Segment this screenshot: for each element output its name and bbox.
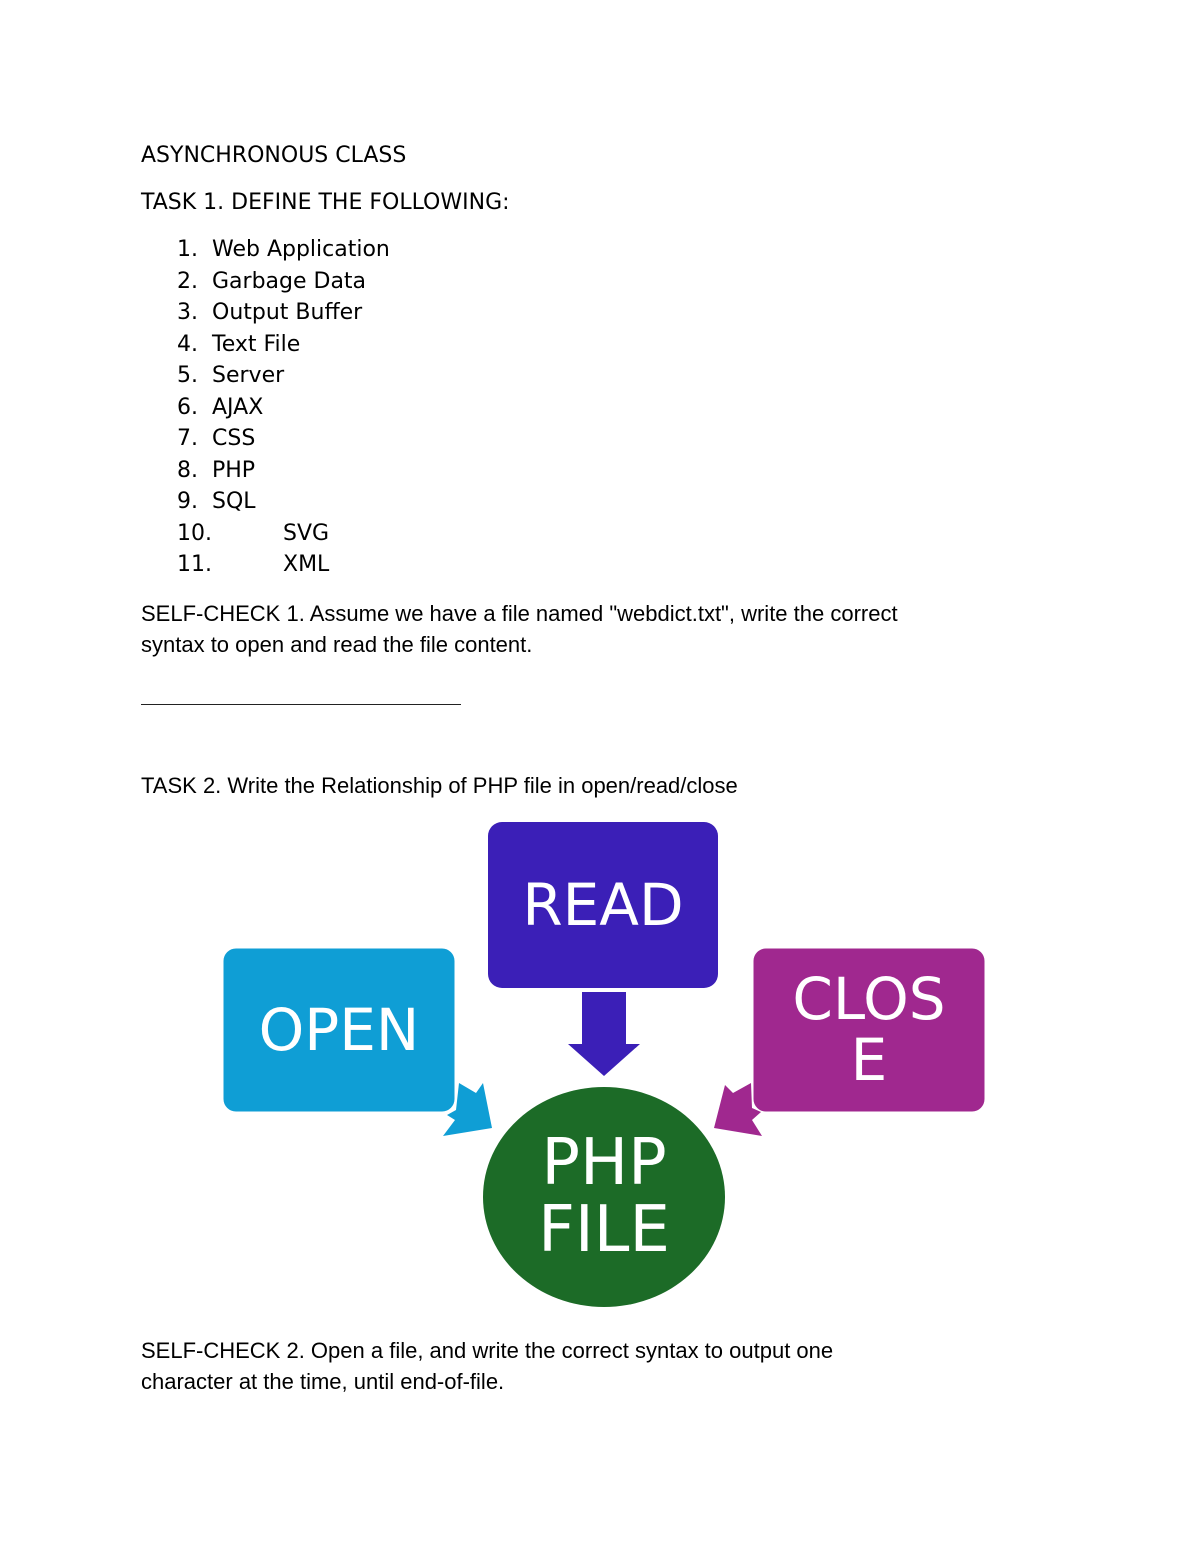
list-number: 6. [177,394,198,420]
list-label: AJAX [212,394,264,420]
answer-blank-line [141,704,461,705]
self-check-2: SELF-CHECK 2. Open a file, and write the… [141,1335,833,1397]
list-label: SQL [212,489,256,514]
read-box [488,822,718,988]
open-label: OPEN [258,995,420,1064]
list-number: 8. [177,457,198,483]
self-check-1-line1: SELF-CHECK 1. Assume we have a file name… [141,601,898,626]
list-number: 3. [177,300,198,325]
read-arrow-icon [568,992,640,1076]
self-check-1-line2: syntax to open and read the file content… [141,632,533,657]
php-file-label-line2: FILE [538,1193,670,1267]
list-number: 5. [177,363,198,388]
list-label: Web Application [212,237,390,262]
list-label: Server [212,363,285,388]
open-box [220,945,458,1115]
list-label: Text File [212,331,301,357]
task2-heading: TASK 2. Write the Relationship of PHP fi… [141,773,738,798]
close-box [750,945,988,1115]
list-item: 6. AJAX [177,392,390,424]
list-label: CSS [212,426,256,451]
php-file-label-line1: PHP [541,1125,667,1200]
self-check-2-line1: SELF-CHECK 2. Open a file, and write the… [141,1338,834,1363]
list-label: SVG [283,520,330,546]
list-label: PHP [212,457,256,483]
list-item: 9. SQL [177,486,390,518]
list-number: 7. [177,426,198,451]
list-item: 3. Output Buffer [177,297,390,329]
self-check-2-line2: character at the time, until end-of-file… [141,1369,505,1394]
list-item: 5. Server [177,360,390,392]
list-label: XML [283,552,330,577]
list-item: 8. PHP [177,455,390,487]
close-label: CLOS E [752,947,986,1113]
list-number: 11. [177,552,212,577]
close-arrow-icon [714,1083,762,1136]
list-item: 2. Garbage Data [177,266,390,298]
list-item: 11. XML [177,549,390,581]
task1-heading: TASK 1. DEFINE THE FOLLOWING: [141,190,510,215]
close-label-line2: E [850,1026,888,1094]
document-title: ASYNCHRONOUS CLASS [141,143,407,168]
list-number: 10. [177,520,212,546]
php-file-label: PHP FILE [483,1087,725,1307]
list-number: 1. [177,237,198,262]
list-number: 4. [177,331,198,357]
php-file-circle [483,1087,725,1307]
list-label: Output Buffer [212,300,363,325]
read-label: READ [522,870,684,939]
list-item: 7. CSS [177,423,390,455]
list-number: 2. [177,268,198,294]
list-item: 10. SVG [177,518,390,550]
list-item: 4. Text File [177,329,390,361]
close-label-line1: CLOS [792,965,946,1034]
list-item: 1. Web Application [177,234,390,266]
definition-list: 1. Web Application 2. Garbage Data 3. Outpu… [177,234,390,581]
open-arrow-icon [443,1083,492,1136]
list-label: Garbage Data [212,268,367,294]
list-number: 9. [177,489,198,514]
self-check-1: SELF-CHECK 1. Assume we have a file name… [141,598,898,660]
